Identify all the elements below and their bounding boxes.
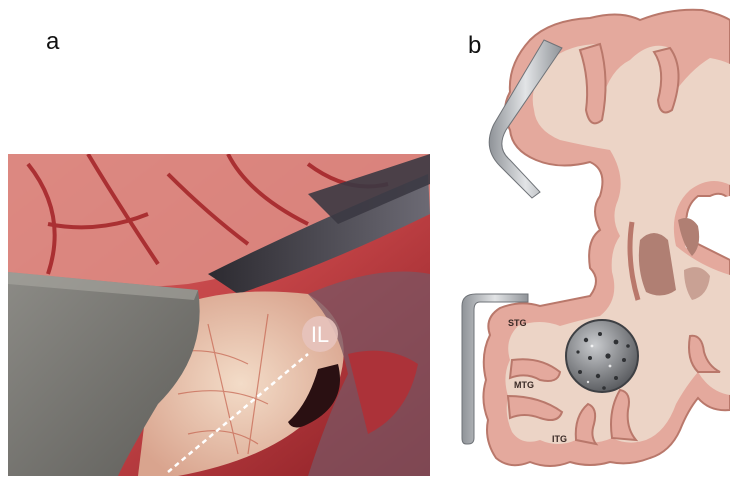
gyrus-label-stg: STG <box>508 318 527 328</box>
il-annotation: IL <box>302 316 338 352</box>
brain-illustration: STG MTG ITG <box>440 0 730 476</box>
panel-label-a: a <box>46 28 59 56</box>
il-label: IL <box>311 322 329 347</box>
tumor-icon <box>566 320 638 392</box>
gyrus-label-mtg: MTG <box>514 380 534 390</box>
intraoperative-photo: IL <box>8 154 430 476</box>
gyrus-label-itg: ITG <box>552 434 567 444</box>
